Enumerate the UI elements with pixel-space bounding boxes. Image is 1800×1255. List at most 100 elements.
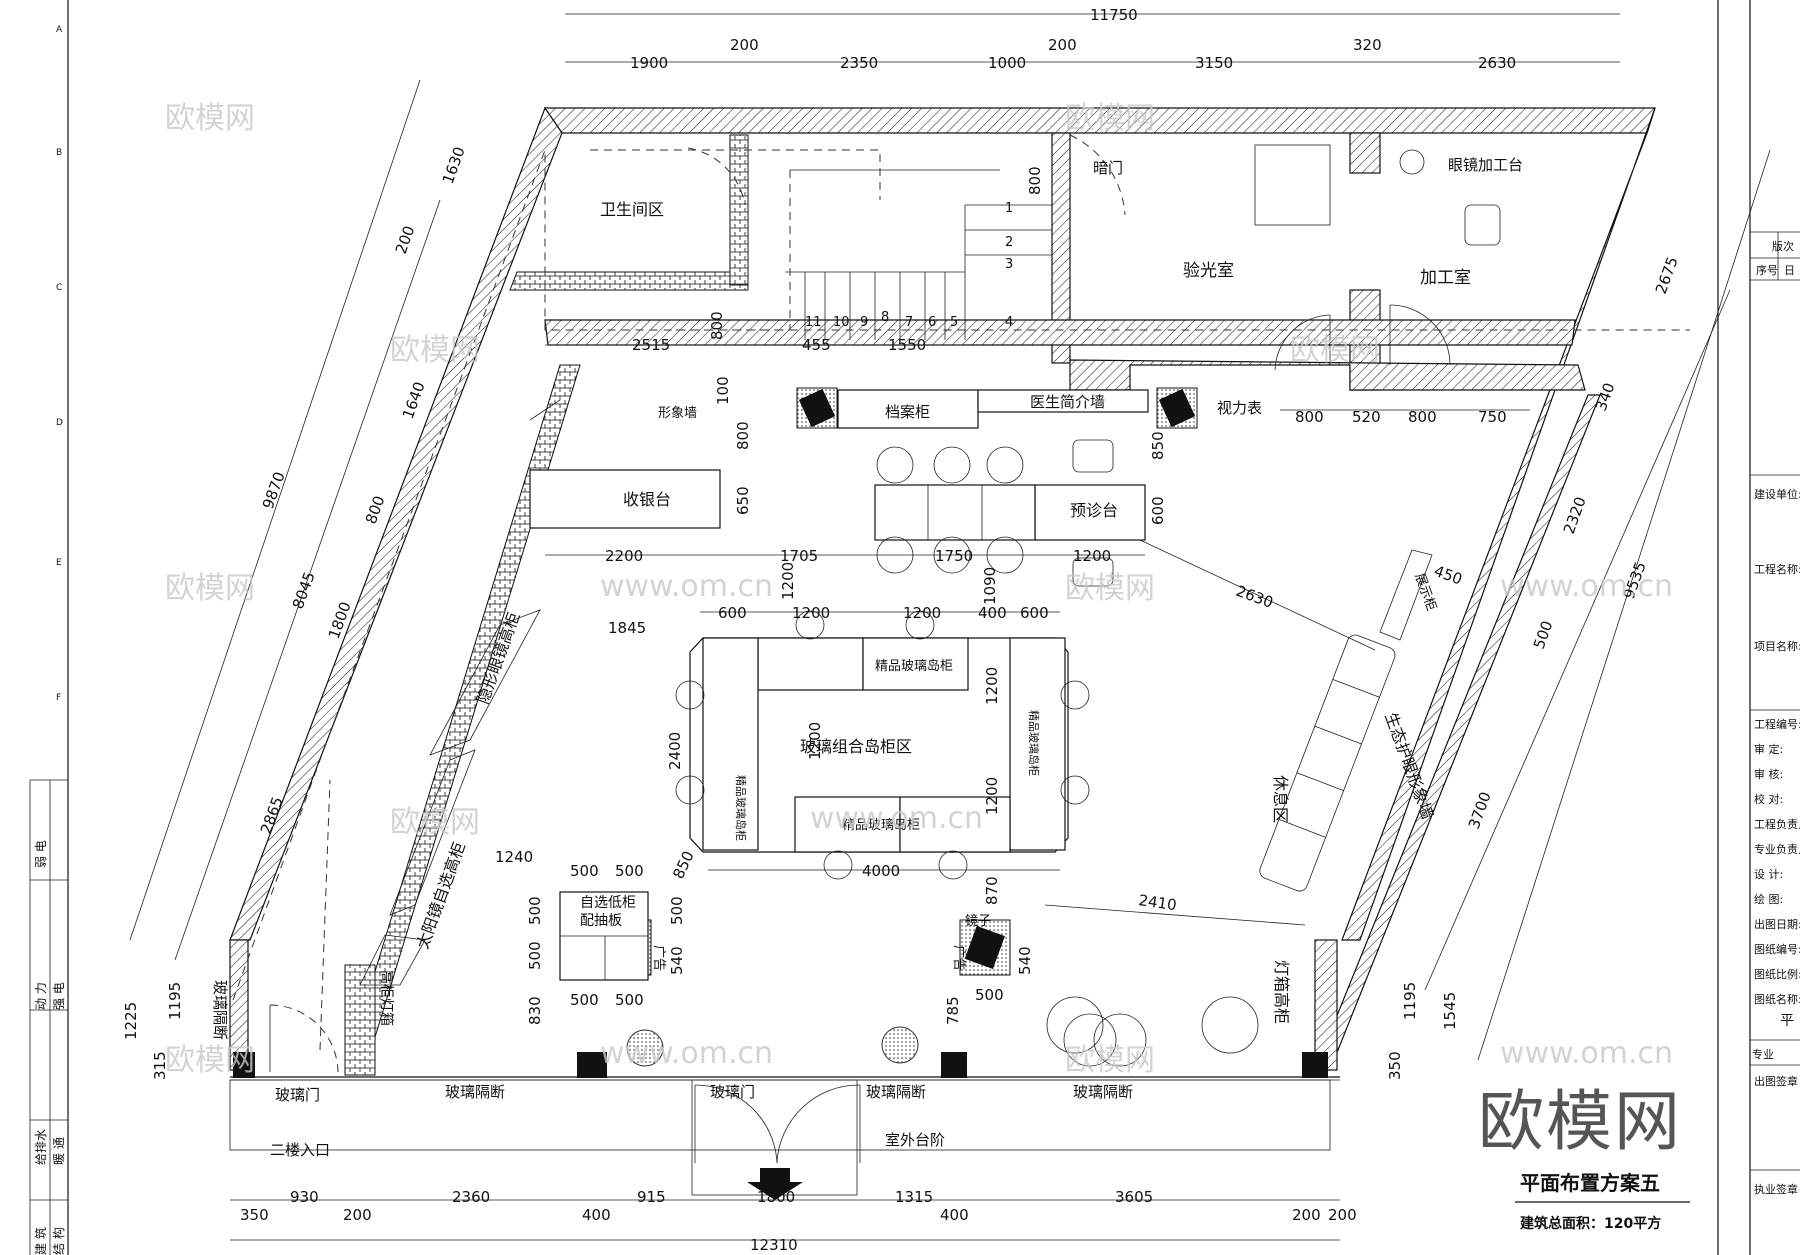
brand-logo: 欧模网 <box>1478 1083 1682 1160</box>
dim-top: 200 <box>1048 36 1077 54</box>
svg-text:欧模网: 欧模网 <box>1065 571 1155 606</box>
exterior-walls <box>229 106 1656 1076</box>
svg-text:1550: 1550 <box>888 336 926 354</box>
label-toilet: 卫生间区 <box>600 200 664 219</box>
cashier-counter <box>529 469 721 529</box>
svg-text:850: 850 <box>1149 431 1167 460</box>
watermarks: 欧模网 欧模网 欧模网 欧模网 欧模网 欧模网 欧模网 欧模网 欧模网 www.… <box>165 101 1673 1078</box>
svg-text:D: D <box>56 418 63 428</box>
svg-text:100: 100 <box>714 376 732 405</box>
dim-bottom: 2360 <box>452 1188 490 1206</box>
label-pre-exam: 预诊台 <box>1070 501 1118 520</box>
sheet-frame <box>29 0 1751 1255</box>
svg-text:1090: 1090 <box>981 567 999 605</box>
dim-bottom: 200 <box>343 1206 372 1224</box>
label-partition-left: 玻璃隔断 <box>211 980 229 1040</box>
label-low-cabinet: 自选低柜 <box>580 895 636 911</box>
dim-top: 1000 <box>988 54 1026 72</box>
svg-text:弱 电: 弱 电 <box>34 840 48 868</box>
svg-text:执业签章: 执业签章 <box>1754 1182 1798 1196</box>
svg-text:欧模网: 欧模网 <box>165 571 255 606</box>
label-eye-chart: 视力表 <box>1217 399 1262 417</box>
svg-text:欧模网: 欧模网 <box>165 1043 255 1078</box>
svg-text:500: 500 <box>570 991 599 1009</box>
label-partition-1: 玻璃隔断 <box>445 1083 505 1101</box>
left-strip: 弱 电 动 力 强 电 给排水 暖 通 建 筑 结 构 <box>33 840 66 1255</box>
label-premium-island-right: 精品玻璃岛柜 <box>1027 710 1041 776</box>
svg-text:欧模网: 欧模网 <box>1065 1043 1155 1078</box>
dim-bottom: 1315 <box>895 1188 933 1206</box>
doors <box>269 134 1451 1164</box>
label-ad-left: 广告 <box>651 945 666 971</box>
svg-text:600: 600 <box>718 604 747 622</box>
svg-text:1200: 1200 <box>779 562 797 600</box>
svg-text:B: B <box>56 148 62 158</box>
svg-text:欧模网: 欧模网 <box>390 805 480 840</box>
svg-text:平: 平 <box>1780 1013 1794 1029</box>
dim-bottom: 350 <box>240 1206 269 1224</box>
svg-text:动 力: 动 力 <box>34 982 48 1010</box>
svg-text:540: 540 <box>1016 946 1034 975</box>
svg-text:2515: 2515 <box>632 336 670 354</box>
svg-text:800: 800 <box>1026 166 1044 195</box>
svg-text:欧模网: 欧模网 <box>1290 333 1380 368</box>
svg-text:www.om.cn: www.om.cn <box>600 569 773 604</box>
svg-text:4000: 4000 <box>862 862 900 880</box>
dim-left: 9870 <box>259 469 289 511</box>
svg-text:强 电: 强 电 <box>52 982 66 1010</box>
svg-text:10: 10 <box>833 315 850 330</box>
svg-text:专业: 专业 <box>1752 1047 1774 1061</box>
bottom-dimensions: 350 930 200 2360 400 915 1800 1315 400 3… <box>240 1188 1357 1254</box>
svg-text:400: 400 <box>978 604 1007 622</box>
svg-text:500: 500 <box>526 941 544 970</box>
dim-left: 8045 <box>289 569 319 611</box>
outline-dashes <box>232 149 1690 1051</box>
dim-bottom: 3605 <box>1115 1188 1153 1206</box>
svg-text:版次: 版次 <box>1772 239 1794 253</box>
svg-text:1200: 1200 <box>1073 547 1111 565</box>
dim-left: 1640 <box>399 379 429 421</box>
top-dimensions: 11750 1900 200 2350 1000 200 3150 320 26… <box>630 6 1516 72</box>
entry-arrow-icon <box>747 1168 803 1200</box>
svg-text:1200: 1200 <box>903 604 941 622</box>
dim-bottom-total: 12310 <box>750 1236 798 1254</box>
label-outdoor-steps: 室外台阶 <box>885 1131 945 1149</box>
svg-text:F: F <box>56 693 61 703</box>
dim-top: 200 <box>730 36 759 54</box>
label-optometry: 验光室 <box>1183 261 1234 281</box>
dim-left: 200 <box>392 223 419 256</box>
svg-text:2: 2 <box>1005 235 1013 250</box>
svg-text:图纸名称:: 图纸名称: <box>1754 992 1800 1006</box>
svg-text:审 定:: 审 定: <box>1754 742 1783 756</box>
label-rest-area: 休息区 <box>1271 775 1290 823</box>
dim-right: 340 <box>1592 380 1619 413</box>
svg-text:870: 870 <box>983 876 1001 905</box>
svg-text:A: A <box>56 25 63 35</box>
svg-text:日: 日 <box>1784 264 1795 277</box>
dim-right: 3700 <box>1465 789 1495 831</box>
dim-top: 2630 <box>1478 54 1516 72</box>
svg-text:3: 3 <box>1005 257 1013 272</box>
svg-text:600: 600 <box>1149 496 1167 525</box>
dim-right: 2320 <box>1560 494 1590 536</box>
svg-text:5: 5 <box>950 315 958 330</box>
dimension-lines <box>129 13 1771 1241</box>
title: 平面布置方案五 <box>1520 1171 1660 1195</box>
svg-text:欧模网: 欧模网 <box>1065 101 1155 136</box>
svg-text:540: 540 <box>668 946 686 975</box>
svg-text:800: 800 <box>708 311 726 340</box>
svg-text:800: 800 <box>1408 408 1437 426</box>
svg-text:欧模网: 欧模网 <box>390 333 480 368</box>
furniture <box>359 144 1501 1067</box>
dim-bottom: 915 <box>637 1188 666 1206</box>
label-partition-2: 玻璃隔断 <box>866 1083 926 1101</box>
dim-bottom: 200 <box>1328 1206 1357 1224</box>
label-drawer-board: 配抽板 <box>580 913 622 929</box>
svg-text:4: 4 <box>1005 315 1013 330</box>
svg-text:11: 11 <box>805 315 822 330</box>
svg-text:6: 6 <box>928 315 936 330</box>
dim-bottom: 400 <box>582 1206 611 1224</box>
svg-text:750: 750 <box>1478 408 1507 426</box>
svg-text:600: 600 <box>1020 604 1049 622</box>
